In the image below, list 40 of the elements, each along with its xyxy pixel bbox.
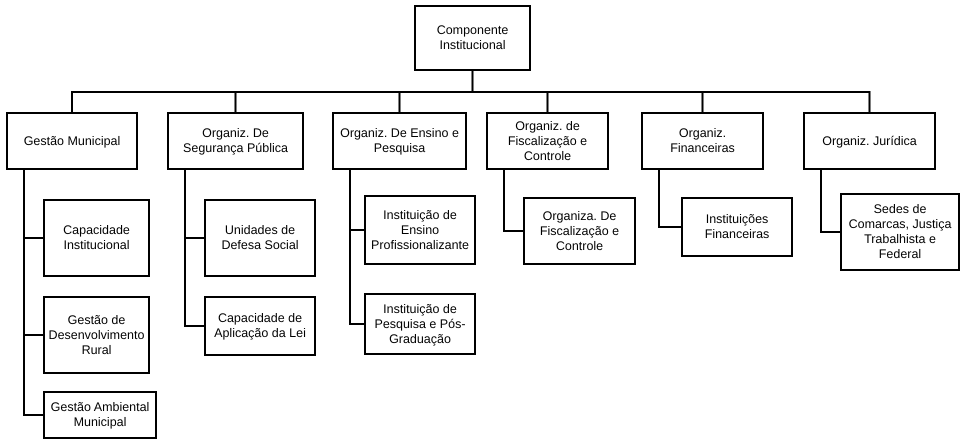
- connector-line: [503, 170, 523, 232]
- org-box: [641, 112, 764, 170]
- box-label: Capacidade Institucional: [62, 223, 131, 253]
- org-box: [803, 112, 936, 170]
- org-box: [681, 197, 793, 257]
- box-label: Gestão de Desenvolvimento Rural: [48, 312, 146, 358]
- org-box: [364, 195, 476, 265]
- org-box: [43, 199, 150, 277]
- box-label: Gestão Ambiental Municipal: [50, 400, 150, 430]
- box-label: Capacidade de Aplicação da Lei: [213, 311, 307, 341]
- connector-line: [349, 170, 364, 325]
- box-label: Instituição de Ensino Profissionalizante: [370, 208, 470, 252]
- org-box: [43, 391, 157, 439]
- connector-line: [820, 170, 840, 233]
- org-box: [486, 112, 609, 170]
- box-label: Organiz. Jurídica: [822, 134, 917, 148]
- box-label: Sedes de Comarcas, Justiça Trabalhista e Federal: [848, 202, 952, 262]
- box-label: Organiza. De Fiscalização e Controle: [538, 208, 620, 254]
- box-label: Gestão Municipal: [24, 134, 120, 148]
- connector-line: [23, 170, 43, 416]
- org-box: [523, 197, 636, 265]
- box-label: Organiz. Financeiras: [669, 126, 736, 156]
- box-label: Componente Institucional: [436, 23, 510, 53]
- box-label: Organiz. De Segurança Pública: [182, 126, 289, 156]
- org-box: [167, 112, 304, 170]
- org-box: [364, 293, 476, 355]
- org-box: [840, 193, 960, 271]
- connector-line: [658, 170, 681, 228]
- box-label: Organiz. De Ensino e Pesquisa: [339, 126, 460, 156]
- org-box: [414, 5, 531, 71]
- box-label: Unidades de Defesa Social: [220, 223, 300, 253]
- box-label: Organiz. de Fiscalização e Controle: [506, 118, 588, 164]
- org-box: [43, 296, 150, 374]
- org-box: [204, 199, 316, 277]
- box-label: Instituição de Pesquisa e Pós-Graduação: [373, 302, 467, 346]
- org-box: [204, 296, 316, 356]
- org-box: [332, 112, 467, 170]
- connector-line: [184, 170, 204, 327]
- org-box: [6, 112, 138, 170]
- box-label: Instituições Financeiras: [704, 212, 770, 242]
